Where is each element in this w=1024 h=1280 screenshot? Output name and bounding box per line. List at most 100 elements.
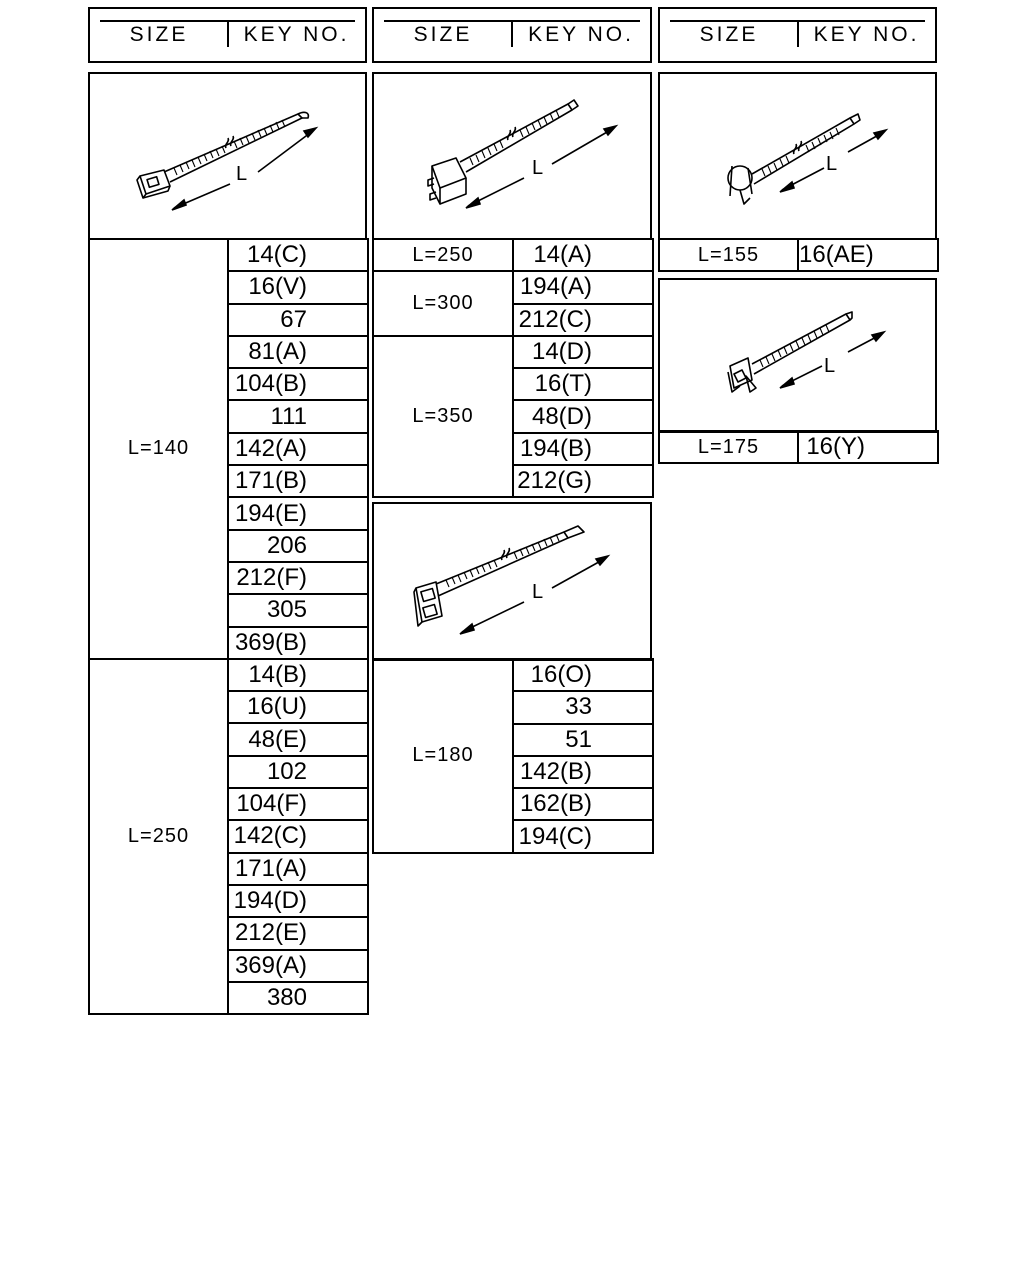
header-col3: SIZE KEY NO. (658, 7, 937, 63)
table-row: 111 (89, 399, 369, 434)
key-no-value: 104(F) (236, 790, 307, 818)
key-no-cell: 14(B) (227, 657, 369, 693)
table-row: 380 (89, 980, 369, 1016)
key-no-cell: 162(B) (512, 787, 654, 822)
key-no-cell: 194(E) (227, 496, 369, 531)
dimension-label: L (532, 157, 543, 179)
key-no-cell: 369(A) (227, 948, 369, 983)
table-row: 369(A) (89, 948, 369, 983)
key-no-value: 212(E) (234, 919, 307, 947)
key-no-value: 14(A) (533, 241, 592, 269)
header-key-label: KEY NO. (528, 23, 634, 46)
key-no-value: 162(B) (519, 790, 592, 818)
cable-tie-mount-icon: L (427, 99, 619, 209)
key-no-value: 16(U) (246, 693, 307, 721)
key-no-cell: 194(D) (227, 883, 369, 919)
header-col2: SIZE KEY NO. (372, 7, 652, 63)
cable-tie-clamp-icon: L (413, 525, 611, 635)
header-divider (227, 21, 229, 47)
table-row: 142(A) (89, 431, 369, 467)
table-row: 104(B) (89, 367, 369, 402)
key-no-cell: 16(U) (227, 690, 369, 725)
key-no-value: 212(G) (517, 467, 592, 495)
table-row: 67 (89, 302, 369, 337)
key-no-value: 16(T) (534, 370, 592, 398)
key-no-cell: 102 (227, 754, 369, 790)
header-divider (797, 21, 799, 47)
cable-tie-arrowmount-icon: L (727, 311, 887, 393)
key-no-value: 81(A) (248, 338, 307, 366)
cable-tie-illustration-clamp: L (372, 502, 652, 661)
key-no-value: 380 (266, 983, 307, 1011)
key-no-cell: 67 (227, 302, 369, 337)
cable-tie-illustration-standard: L (88, 72, 367, 240)
key-no-value: 14(C) (246, 241, 307, 269)
key-no-value: 51 (565, 725, 592, 753)
header-size-label: SIZE (413, 23, 473, 46)
key-no-value: 14(D) (531, 338, 592, 366)
size-cell: L=250 (88, 657, 229, 1016)
table-row: 142(B) (373, 754, 654, 790)
table-row: 33 (373, 690, 654, 725)
key-no-value: 194(A) (519, 273, 592, 301)
dimension-label: L (236, 163, 247, 185)
key-no-cell: 14(A) (512, 237, 654, 273)
table-row: 48(D) (373, 399, 654, 434)
key-no-cell: 212(F) (227, 560, 369, 596)
key-no-cell: 16(Y) (797, 429, 939, 465)
table-row: 51 (373, 722, 654, 757)
table-row: 16(U) (89, 690, 369, 725)
size-cell: L=250 (372, 237, 514, 273)
key-no-cell: 16(AE) (797, 237, 939, 273)
key-no-value: 206 (266, 531, 307, 559)
key-no-cell: 305 (227, 593, 369, 628)
key-no-value: 212(F) (236, 564, 307, 592)
key-no-cell: 171(B) (227, 464, 369, 499)
key-no-value: 33 (565, 693, 592, 721)
cable-tie-standard-icon: L (136, 111, 319, 211)
key-no-cell: 14(D) (512, 334, 654, 370)
key-no-value: 171(B) (234, 467, 307, 495)
key-no-cell: 104(F) (227, 787, 369, 822)
key-no-cell: 212(G) (512, 464, 654, 499)
table-row: 305 (89, 593, 369, 628)
table-row: 194(D) (89, 883, 369, 919)
table-row: 48(E) (89, 722, 369, 757)
key-no-cell: 48(E) (227, 722, 369, 757)
cable-tie-illustration-mount: L (372, 72, 652, 240)
key-no-value: 16(Y) (806, 433, 865, 461)
size-cell: L=175 (658, 429, 799, 465)
table-row: 212(C) (373, 302, 654, 337)
key-no-cell: 16(O) (512, 657, 654, 693)
header-col1: SIZE KEY NO. (88, 7, 367, 63)
header-key-label: KEY NO. (813, 23, 920, 46)
dimension-label: L (824, 355, 835, 377)
table-row: 212(G) (373, 464, 654, 499)
table-row: 194(E) (89, 496, 369, 531)
key-no-cell: 380 (227, 980, 369, 1016)
key-no-cell: 33 (512, 690, 654, 725)
dimension-label: L (532, 581, 543, 603)
table-row: 102 (89, 754, 369, 790)
key-no-cell: 14(C) (227, 237, 369, 273)
table-row: 206 (89, 528, 369, 563)
table-row: 194(C) (373, 819, 654, 854)
key-no-value: 48(E) (248, 725, 307, 753)
key-no-cell: 81(A) (227, 334, 369, 370)
key-no-cell: 48(D) (512, 399, 654, 434)
size-cell: L=350 (372, 334, 514, 499)
table-row: 142(C) (89, 819, 369, 854)
key-no-value: 111 (270, 402, 307, 430)
key-no-cell: 16(T) (512, 367, 654, 402)
table-row: 212(F) (89, 560, 369, 596)
table-row: 104(F) (89, 787, 369, 822)
table-row: 369(B) (89, 625, 369, 660)
key-no-value: 142(B) (519, 758, 592, 786)
key-no-cell: 16(V) (227, 270, 369, 305)
